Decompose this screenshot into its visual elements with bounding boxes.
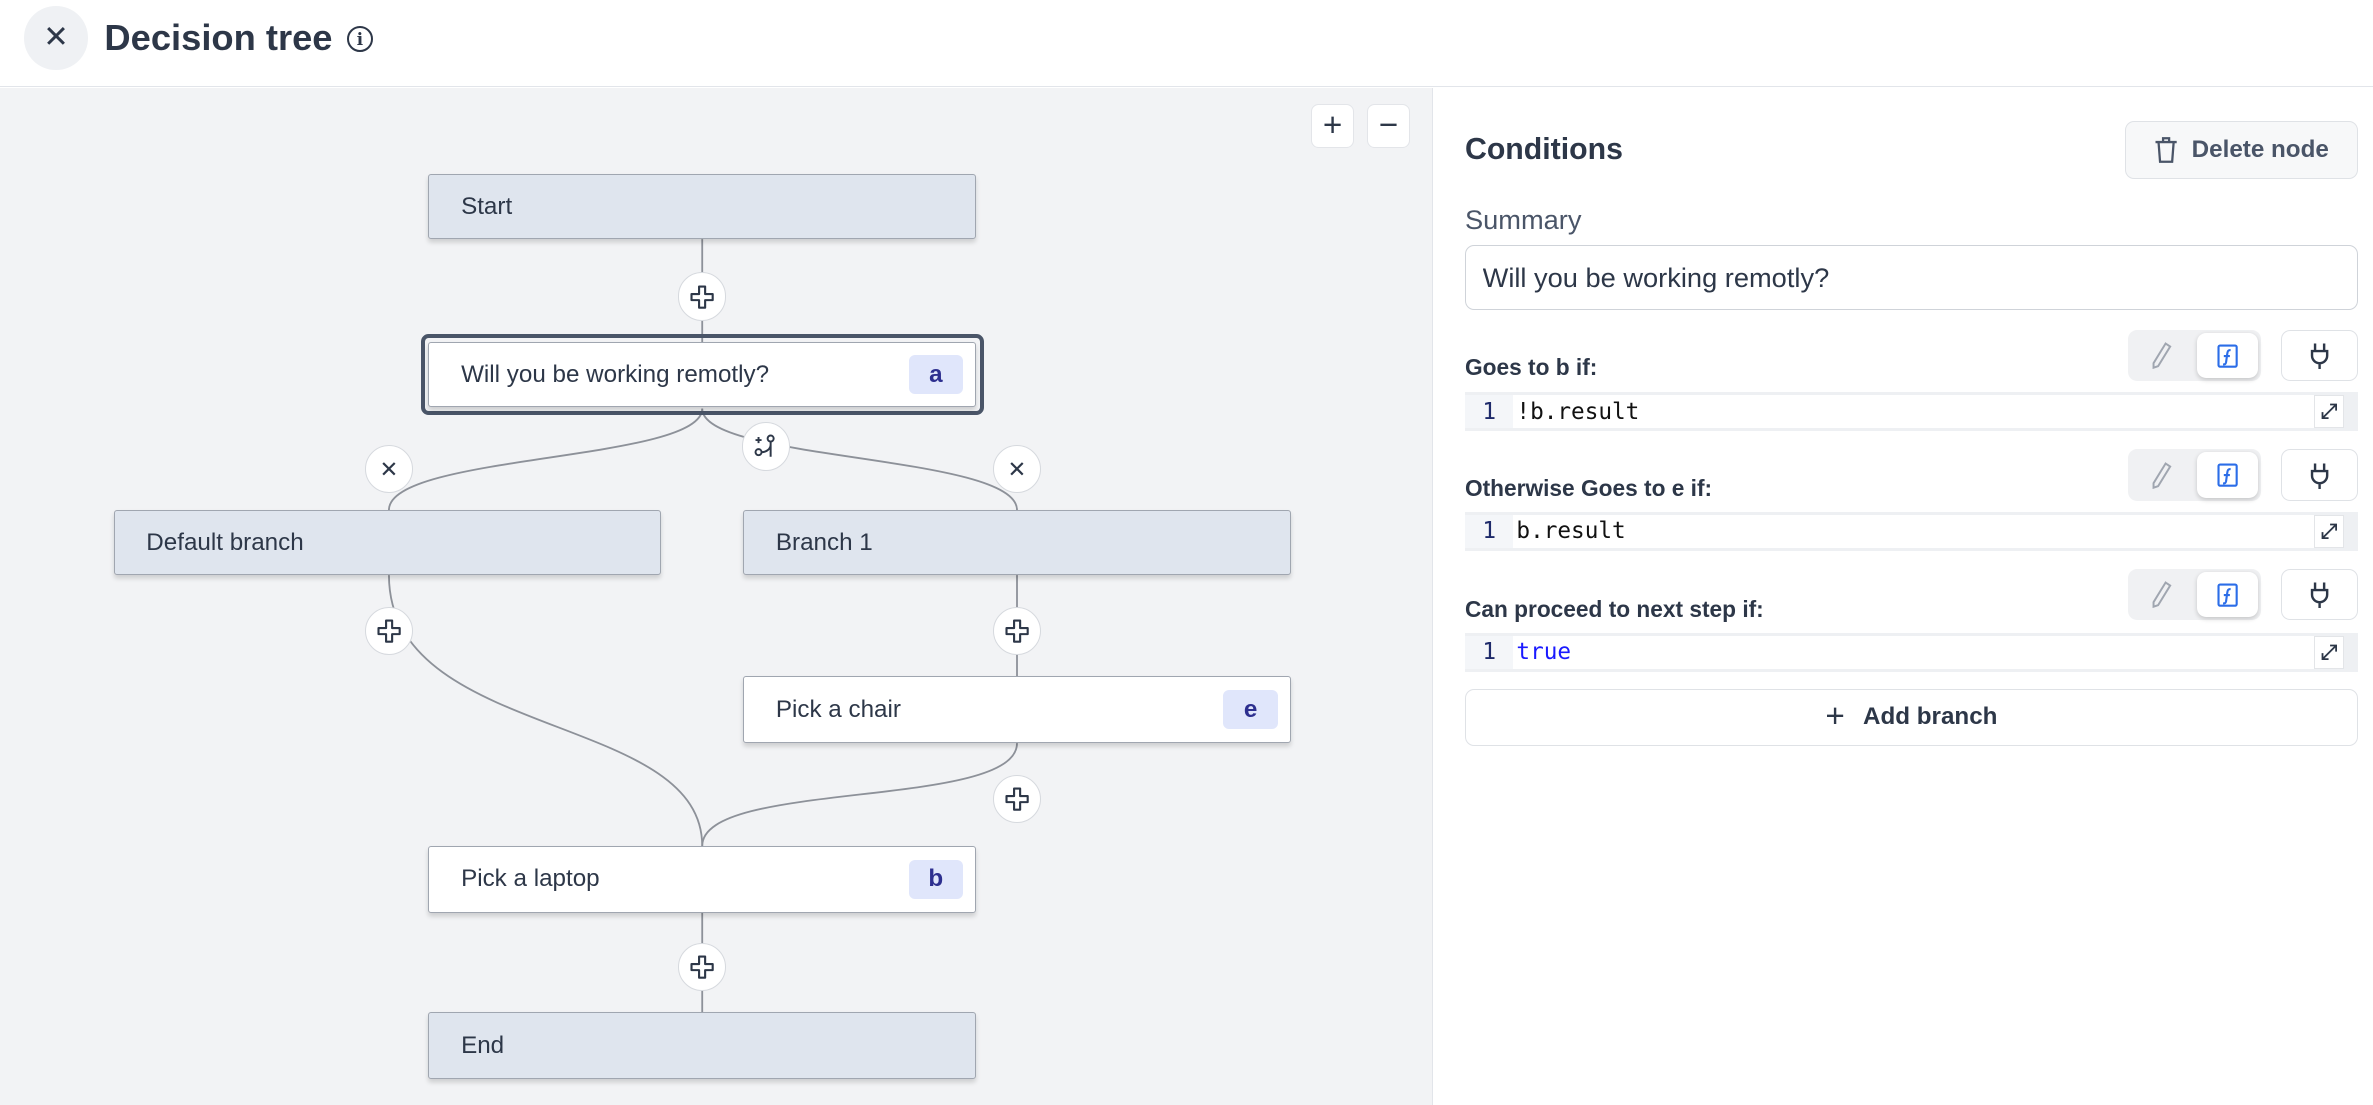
function-mode-button[interactable] bbox=[2197, 332, 2258, 379]
node-badge: e bbox=[1223, 690, 1278, 730]
function-mode-button[interactable] bbox=[2197, 572, 2258, 618]
delete-node-button[interactable]: Delete node bbox=[2124, 121, 2358, 179]
plus-icon bbox=[690, 284, 714, 309]
node-pick-laptop[interactable]: Pick a laptop b bbox=[428, 845, 977, 913]
condition-label: Can proceed to next step if: bbox=[1464, 596, 1764, 623]
edit-mode-button[interactable] bbox=[2131, 452, 2192, 497]
zoom-in-button[interactable]: + bbox=[1310, 104, 1355, 149]
add-step-button[interactable] bbox=[992, 774, 1042, 824]
flow-canvas[interactable] bbox=[0, 87, 1432, 1105]
node-label: Branch 1 bbox=[775, 528, 873, 556]
trash-icon bbox=[2155, 137, 2177, 164]
summary-label: Summary bbox=[1464, 204, 1582, 236]
function-icon bbox=[2217, 343, 2238, 368]
line-number: 1 bbox=[1464, 514, 1514, 548]
node-question[interactable]: Will you be working remotly? a bbox=[428, 342, 977, 408]
node-pick-chair[interactable]: Pick a chair e bbox=[743, 676, 1291, 744]
edge-default-laptop bbox=[388, 575, 704, 846]
node-branch-1[interactable]: Branch 1 bbox=[743, 510, 1291, 576]
close-icon: ✕ bbox=[43, 21, 69, 55]
code-text[interactable]: !b.result bbox=[1513, 394, 2314, 429]
function-icon bbox=[2217, 463, 2238, 487]
panel-title: Conditions bbox=[1464, 133, 1623, 167]
expand-icon[interactable] bbox=[2313, 635, 2345, 669]
condition-label: Otherwise Goes to e if: bbox=[1464, 475, 1713, 502]
condition-label: Goes to b if: bbox=[1464, 354, 1598, 381]
add-step-button[interactable] bbox=[992, 606, 1042, 656]
add-branch-button[interactable]: + Add branch bbox=[1464, 688, 2358, 747]
edit-mode-button[interactable] bbox=[2131, 572, 2192, 617]
plug-icon bbox=[2310, 343, 2329, 370]
plus-icon bbox=[1005, 787, 1029, 811]
delete-branch-button[interactable]: ✕ bbox=[992, 444, 1042, 494]
pencil-icon bbox=[2152, 342, 2172, 370]
delete-branch-button[interactable]: ✕ bbox=[364, 444, 414, 494]
node-label: Pick a laptop bbox=[461, 865, 600, 893]
connect-button[interactable] bbox=[2280, 329, 2358, 382]
edge-chair-laptop bbox=[701, 743, 1018, 846]
function-icon bbox=[2217, 583, 2238, 607]
node-badge: a bbox=[908, 354, 964, 395]
node-start[interactable]: Start bbox=[428, 174, 977, 240]
add-branch-circle-button[interactable] bbox=[741, 422, 790, 471]
close-icon: ✕ bbox=[1007, 455, 1027, 482]
node-end[interactable]: End bbox=[428, 1012, 977, 1080]
info-icon[interactable]: i bbox=[346, 25, 374, 53]
edge-question-branch1 bbox=[701, 408, 1018, 511]
header: ✕ Decision tree i bbox=[0, 0, 2373, 88]
zoom-out-button[interactable]: − bbox=[1366, 104, 1411, 149]
node-label: Will you be working remotly? bbox=[461, 360, 770, 388]
edit-mode-button[interactable] bbox=[2131, 333, 2192, 378]
close-icon: ✕ bbox=[379, 455, 399, 482]
node-badge: b bbox=[908, 859, 964, 899]
node-default-branch[interactable]: Default branch bbox=[113, 510, 662, 576]
page-title: Decision tree bbox=[104, 16, 333, 58]
plus-icon: + bbox=[1825, 698, 1845, 736]
delete-node-label: Delete node bbox=[2191, 135, 2329, 163]
add-step-button[interactable] bbox=[364, 606, 414, 656]
node-label: Default branch bbox=[146, 528, 304, 556]
node-label: Start bbox=[461, 192, 513, 220]
expand-icon[interactable] bbox=[2313, 514, 2345, 548]
function-mode-button[interactable] bbox=[2197, 452, 2258, 498]
connect-button[interactable] bbox=[2280, 449, 2358, 501]
plug-icon bbox=[2310, 463, 2329, 489]
plus-icon bbox=[690, 955, 714, 979]
node-label: End bbox=[461, 1031, 505, 1059]
add-branch-label: Add branch bbox=[1862, 703, 1998, 731]
mode-toggle bbox=[2127, 569, 2261, 621]
selected-outline bbox=[420, 334, 984, 415]
close-button[interactable]: ✕ bbox=[24, 6, 88, 70]
add-step-button[interactable] bbox=[678, 272, 727, 321]
code-text[interactable]: b.result bbox=[1513, 514, 2314, 548]
pencil-icon bbox=[2152, 461, 2172, 489]
plus-icon bbox=[1005, 619, 1029, 643]
plug-icon bbox=[2310, 582, 2329, 609]
node-label: Pick a chair bbox=[775, 695, 901, 723]
mode-toggle bbox=[2127, 449, 2261, 501]
add-step-button[interactable] bbox=[678, 942, 727, 992]
mode-toggle bbox=[2127, 329, 2261, 382]
line-number: 1 bbox=[1464, 635, 1514, 669]
plus-icon bbox=[377, 619, 401, 643]
branch-add-icon bbox=[754, 434, 775, 458]
code-editor[interactable]: 1 true bbox=[1464, 632, 2358, 672]
pencil-icon bbox=[2152, 581, 2172, 609]
code-editor[interactable]: 1 !b.result bbox=[1464, 391, 2358, 432]
summary-input[interactable] bbox=[1464, 245, 2358, 311]
line-number: 1 bbox=[1464, 394, 1514, 429]
expand-icon[interactable] bbox=[2313, 394, 2345, 429]
code-text[interactable]: true bbox=[1513, 635, 2314, 669]
edge-question-default bbox=[388, 408, 704, 511]
connect-button[interactable] bbox=[2280, 569, 2358, 621]
code-editor[interactable]: 1 b.result bbox=[1464, 511, 2358, 551]
